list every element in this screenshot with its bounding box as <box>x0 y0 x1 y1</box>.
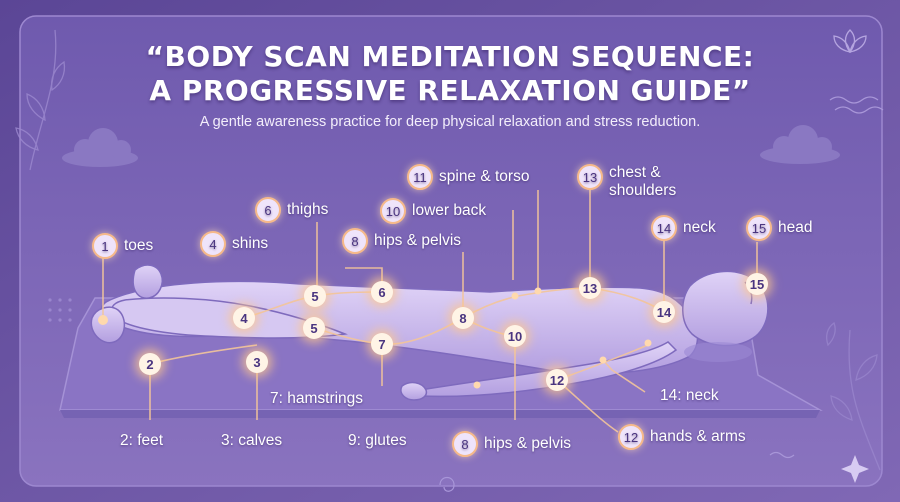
label-lower-back: 10 lower back <box>380 198 486 224</box>
marker-calves: 3 <box>246 351 268 373</box>
dot-pattern <box>48 298 72 322</box>
label-hips-pelvis-top: 8 hips & pelvis <box>342 228 461 254</box>
guide-dots <box>98 287 652 389</box>
leaf-decoration-right <box>826 321 881 471</box>
marker-hands: 12 <box>546 369 568 391</box>
label-text: shins <box>232 235 269 252</box>
label-chest-shoulders: 13 chest & shoulders <box>577 164 676 200</box>
step-badge: 8 <box>342 228 368 254</box>
marker-neck: 14 <box>653 301 675 323</box>
label-text: hips & pelvis <box>484 435 572 452</box>
label-neck-side: 14: neck <box>660 387 719 405</box>
step-badge: 1 <box>92 233 118 259</box>
label-neck-top: 14 neck <box>651 215 716 241</box>
step-badge: 4 <box>200 231 226 257</box>
spiral-decoration <box>439 451 795 492</box>
marker-hamstrings: 7 <box>371 333 393 355</box>
label-text: hips & pelvis <box>374 232 462 249</box>
pillow <box>684 342 752 362</box>
label-toes: 1 toes <box>92 233 153 259</box>
label-text: 2: feet <box>120 432 164 449</box>
hand <box>400 381 428 401</box>
label-text: spine & torso <box>439 168 530 185</box>
marker-head: 15 <box>746 273 768 295</box>
label-text: head <box>778 219 813 236</box>
marker-chest: 13 <box>579 277 601 299</box>
step-badge: 11 <box>407 164 433 190</box>
label-text: neck <box>683 219 716 236</box>
label-text-group: chest & shoulders <box>609 164 676 200</box>
step-badge: 12 <box>618 424 644 450</box>
label-text: 7: hamstrings <box>270 390 364 407</box>
label-text: 9: glutes <box>348 432 407 449</box>
label-text: thighs <box>287 201 329 218</box>
label-thighs: 6 thighs <box>255 197 328 223</box>
label-feet: 2: feet <box>120 432 163 450</box>
cloud-icon <box>62 128 138 167</box>
marker-knee-upper: 5 <box>304 285 326 307</box>
label-glutes: 9: glutes <box>348 432 407 450</box>
step-badge: 6 <box>255 197 281 223</box>
title-line-2: A PROGRESSIVE RELAXATION GUIDE” <box>149 74 751 107</box>
marker-hips: 8 <box>452 307 474 329</box>
leaf-decoration-left <box>15 29 66 171</box>
arm <box>419 341 678 398</box>
label-text: 14: neck <box>660 387 719 404</box>
raised-foot <box>132 264 163 299</box>
lotus-icon <box>833 29 867 54</box>
step-badge: 13 <box>577 164 603 190</box>
label-text: hands & arms <box>650 428 746 445</box>
marker-feet: 2 <box>139 353 161 375</box>
title-line-1: “BODY SCAN MEDITATION SEQUENCE: <box>145 40 755 73</box>
yoga-mat-edge <box>60 410 820 418</box>
label-text-line2: shoulders <box>609 182 677 199</box>
sparkle-icon <box>841 455 869 483</box>
label-hamstrings: 7: hamstrings <box>270 390 363 408</box>
head-shape <box>682 270 769 347</box>
label-text: toes <box>124 237 154 254</box>
label-head: 15 head <box>746 215 812 241</box>
cloud-icon-right <box>760 125 840 164</box>
step-badge: 8 <box>452 431 478 457</box>
step-badge: 10 <box>380 198 406 224</box>
marker-knee-lower: 5 <box>303 317 325 339</box>
label-hands-arms: 12 hands & arms <box>618 424 746 450</box>
label-calves: 3: calves <box>221 432 282 450</box>
marker-lower-back: 10 <box>504 325 526 347</box>
marker-thighs: 6 <box>371 281 393 303</box>
label-text: lower back <box>412 202 487 219</box>
subtitle: A gentle awareness practice for deep phy… <box>199 114 701 130</box>
step-badge: 15 <box>746 215 772 241</box>
step-badge: 14 <box>651 215 677 241</box>
reclining-body <box>90 264 769 401</box>
label-spine-torso: 11 spine & torso <box>407 164 529 190</box>
label-hips-pelvis-bottom: 8 hips & pelvis <box>452 431 571 457</box>
label-shins: 4 shins <box>200 231 268 257</box>
marker-shins: 4 <box>233 307 255 329</box>
label-text: chest & <box>609 164 661 181</box>
label-text: 3: calves <box>221 432 283 449</box>
wave-decoration <box>829 96 884 114</box>
